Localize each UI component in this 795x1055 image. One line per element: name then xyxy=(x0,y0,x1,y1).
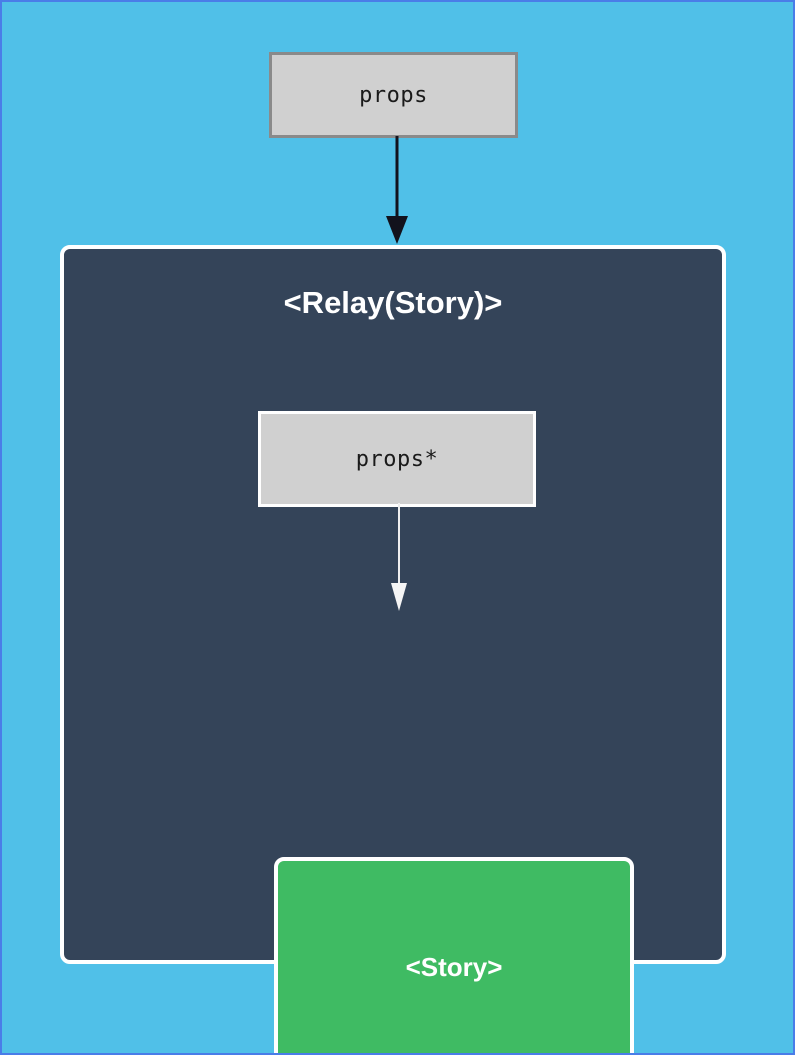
node-relay-story-title: <Relay(Story)> xyxy=(283,285,503,320)
node-props-star[interactable]: props* xyxy=(258,411,536,507)
edge-props-to-relay-arrow xyxy=(386,136,408,244)
node-relay-story-container[interactable]: <Relay(Story)> props* <Story> xyxy=(60,245,726,1053)
node-props-star-label: props* xyxy=(355,446,439,472)
node-props-outer-label: props xyxy=(359,82,428,108)
node-story-label: <Story> xyxy=(405,951,503,982)
node-props-outer[interactable]: props xyxy=(269,52,518,138)
edge-props-star-to-story-arrow xyxy=(391,503,407,611)
node-story[interactable]: <Story> xyxy=(274,857,634,1053)
